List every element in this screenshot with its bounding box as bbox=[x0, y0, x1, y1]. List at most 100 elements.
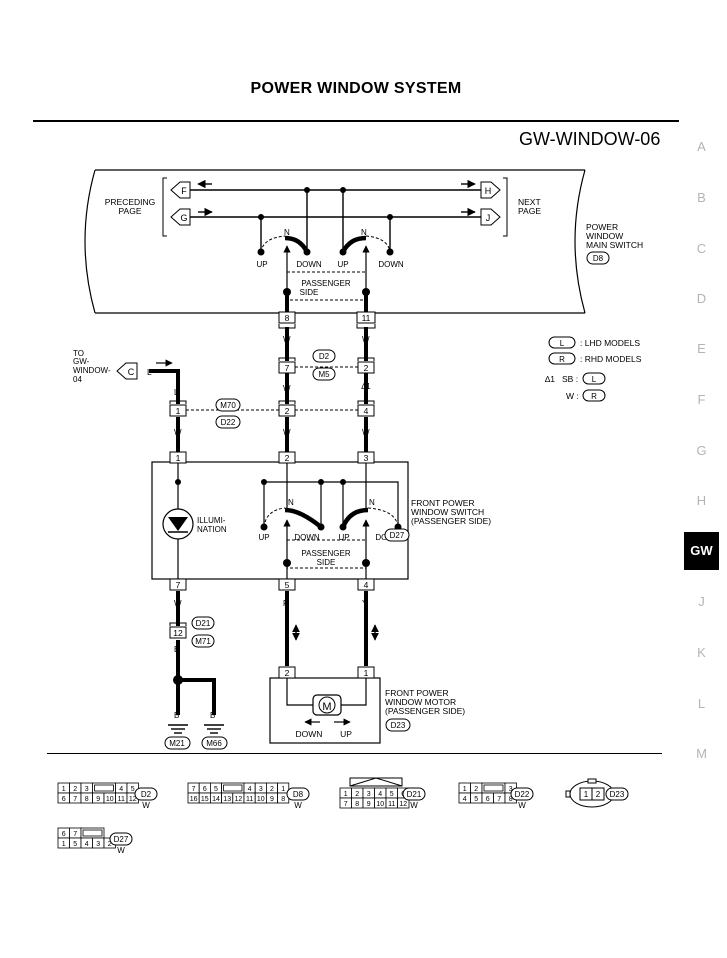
svg-text:B: B bbox=[174, 645, 179, 654]
connector-pin-label: 1 bbox=[62, 841, 66, 848]
svg-text:DOWN: DOWN bbox=[378, 260, 404, 269]
section-tab-gw[interactable]: GW bbox=[684, 532, 719, 570]
connector-pin-label: 4 bbox=[463, 796, 467, 803]
connector-pin-label: 2 bbox=[596, 790, 601, 799]
svg-text:7: 7 bbox=[176, 580, 181, 590]
connector-pin-label: 3 bbox=[259, 786, 263, 793]
section-tab-e[interactable]: E bbox=[697, 341, 706, 356]
svg-text:N: N bbox=[288, 498, 294, 507]
svg-text:PASSENGER: PASSENGER bbox=[301, 549, 350, 558]
connector-pin-label: 2 bbox=[108, 841, 112, 848]
connector-pin-label: 7 bbox=[73, 831, 77, 838]
connector-view-color: W bbox=[117, 846, 125, 855]
svg-text:J: J bbox=[486, 213, 491, 223]
svg-text:TO: TO bbox=[73, 349, 84, 358]
connector-pin-label: 11 bbox=[388, 801, 395, 808]
svg-text:UP: UP bbox=[337, 260, 348, 269]
model-legend: L : LHD MODELS R : RHD MODELS ∆1 SB : L … bbox=[545, 336, 642, 402]
svg-text:∆1: ∆1 bbox=[545, 374, 555, 384]
connector-pin-label: 12 bbox=[399, 801, 407, 808]
svg-text:5: 5 bbox=[285, 580, 290, 590]
svg-text:M71: M71 bbox=[195, 637, 211, 646]
joint-m70: M70 bbox=[215, 398, 241, 412]
section-tab-m[interactable]: M bbox=[696, 746, 707, 761]
motor-pins: 2 1 bbox=[278, 666, 375, 679]
connector-view-d21: 123456789101112D21W bbox=[339, 777, 426, 810]
svg-text:W: W bbox=[362, 428, 370, 437]
connector-view-id: D2 bbox=[141, 790, 152, 799]
next-bracket bbox=[503, 177, 508, 237]
joint-d22: D22 bbox=[215, 415, 241, 429]
connector-pin-label: 1 bbox=[584, 790, 589, 799]
connector-pin-label: 10 bbox=[376, 801, 384, 808]
connector-pin-label: 6 bbox=[62, 831, 66, 838]
svg-text:B: B bbox=[210, 711, 215, 720]
pin-7-d2: 7 bbox=[278, 357, 296, 374]
ground-symbols bbox=[168, 724, 224, 734]
svg-text:Y: Y bbox=[362, 599, 368, 608]
section-tab-j[interactable]: J bbox=[698, 594, 705, 609]
svg-text:3: 3 bbox=[364, 453, 369, 463]
wire-colors: W W W L W W W W R Y B B B bbox=[174, 335, 370, 720]
main-n-left: N bbox=[284, 228, 290, 237]
connector-section-divider bbox=[47, 753, 662, 754]
ground-m21: M21 bbox=[164, 736, 191, 750]
svg-text:SIDE: SIDE bbox=[317, 558, 336, 567]
svg-text:F: F bbox=[181, 186, 187, 196]
connector-view-color: W bbox=[410, 801, 418, 810]
pin-2-d2: 2 bbox=[357, 357, 375, 374]
svg-text:N: N bbox=[369, 498, 375, 507]
main-n-right: N bbox=[361, 228, 367, 237]
svg-text:W :: W : bbox=[566, 391, 579, 401]
connector-pin-label: 9 bbox=[270, 796, 274, 803]
main-bus-lines bbox=[190, 179, 481, 250]
svg-text:W: W bbox=[283, 384, 291, 393]
connector-pin-label: 7 bbox=[73, 796, 77, 803]
svg-text:W: W bbox=[362, 335, 370, 344]
svg-text:2: 2 bbox=[364, 363, 369, 373]
svg-text:1: 1 bbox=[364, 668, 369, 678]
pin-11: 11 bbox=[356, 311, 376, 329]
connector-pin-label: 14 bbox=[212, 796, 220, 803]
svg-text:D8: D8 bbox=[593, 254, 604, 263]
section-tab-g[interactable]: G bbox=[696, 443, 707, 458]
connector-H: H bbox=[480, 181, 501, 199]
svg-text:D23: D23 bbox=[391, 721, 406, 730]
section-tab-d[interactable]: D bbox=[696, 291, 707, 306]
section-tab-b[interactable]: B bbox=[697, 190, 706, 205]
section-tab-c[interactable]: C bbox=[696, 241, 707, 256]
section-tab-l[interactable]: L bbox=[697, 696, 706, 711]
section-tab-f[interactable]: F bbox=[697, 392, 706, 407]
svg-text:L: L bbox=[174, 388, 179, 397]
motor-direction-arrows bbox=[292, 624, 379, 641]
section-tab-k[interactable]: K bbox=[697, 645, 706, 660]
svg-text:12: 12 bbox=[173, 628, 183, 638]
connector-pin-label: 1 bbox=[344, 791, 348, 798]
connector-pin-label: 12 bbox=[129, 796, 137, 803]
connector-view-id: D8 bbox=[293, 790, 304, 799]
svg-text:H: H bbox=[485, 186, 492, 196]
svg-text:DOWN: DOWN bbox=[294, 533, 320, 542]
svg-text:2: 2 bbox=[285, 453, 290, 463]
connector-G: G bbox=[170, 208, 191, 226]
connector-pin-label: 2 bbox=[474, 786, 478, 793]
preceding-bracket bbox=[162, 177, 167, 237]
svg-text:WINDOW-: WINDOW- bbox=[73, 366, 111, 375]
svg-text:11: 11 bbox=[362, 313, 371, 323]
connector-pin-label: 10 bbox=[257, 796, 265, 803]
svg-text:R: R bbox=[591, 392, 597, 401]
connector-view-id: D27 bbox=[114, 835, 129, 844]
pin-1-m70: 1 bbox=[169, 400, 187, 417]
svg-text:MAIN SWITCH: MAIN SWITCH bbox=[586, 240, 643, 250]
section-tab-a[interactable]: A bbox=[697, 139, 706, 154]
connector-view-color: W bbox=[142, 801, 150, 810]
motor-internal bbox=[286, 678, 367, 706]
section-tab-h[interactable]: H bbox=[696, 493, 707, 508]
connector-pin-label: 4 bbox=[248, 786, 252, 793]
connector-pin-label: 10 bbox=[106, 796, 114, 803]
svg-text:DOWN: DOWN bbox=[296, 260, 322, 269]
motor-name: FRONT POWER bbox=[385, 688, 449, 698]
svg-text:(PASSENGER SIDE): (PASSENGER SIDE) bbox=[385, 706, 465, 716]
